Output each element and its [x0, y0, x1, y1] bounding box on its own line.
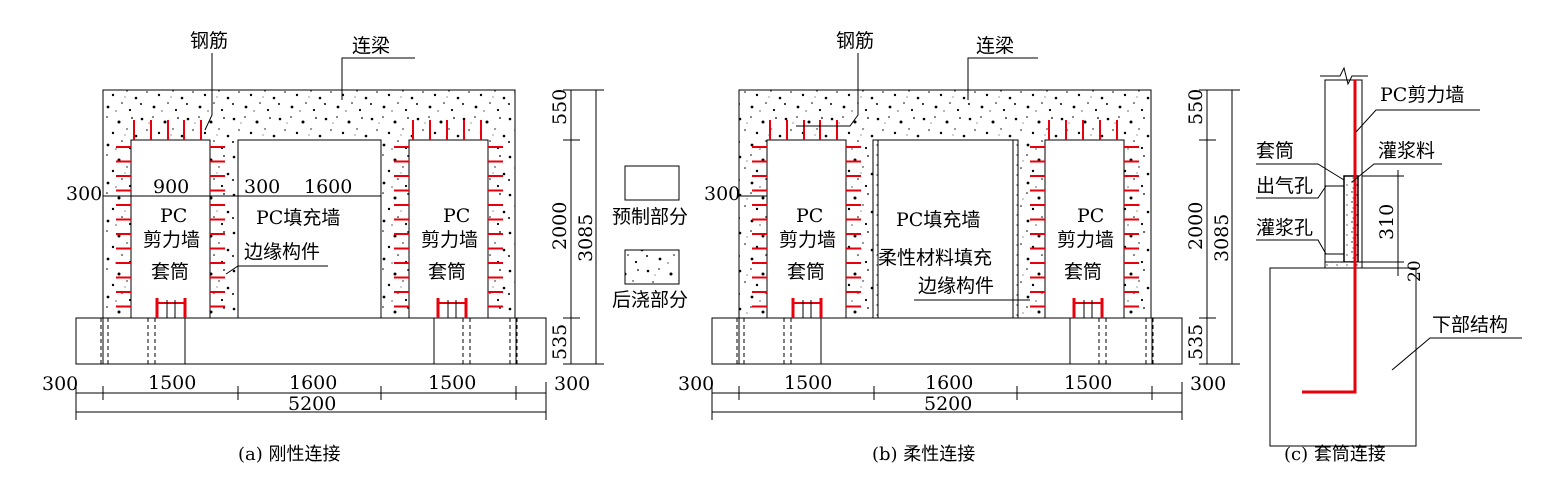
- panel-b-caption: (b) 柔性连接: [872, 444, 975, 465]
- legend-cast-in-place-swatch: [624, 249, 680, 285]
- panel-b-flexible-fill-left: [872, 139, 879, 319]
- panel-a-dim-300-mid: 300: [244, 176, 280, 198]
- panel-a-dim-3085: 3085: [575, 214, 597, 262]
- panel-a-foundation: [75, 317, 547, 365]
- panel-a-edge-member-text: 边缘构件: [244, 241, 320, 263]
- panel-a-beam-text: 连梁: [352, 35, 390, 57]
- panel-b-beam-label: 连梁: [967, 35, 1038, 100]
- panel-a-dim-b0: 300: [42, 373, 78, 395]
- panel-a-dim-1600-top: 1600: [304, 176, 352, 198]
- panel-a-infill-title: PC填充墙: [256, 207, 340, 229]
- panel-c-grout-hole-text: 灌浆孔: [1256, 217, 1313, 239]
- panel-b-sleeves: [802, 300, 1093, 318]
- panel-b-right-sleeve-text: 套筒: [1064, 261, 1102, 283]
- panel-b-vertical-dimensions: [1199, 89, 1240, 365]
- panel-b-dim-b1: 1500: [784, 372, 832, 394]
- panel-b-dim-2000: 2000: [1185, 202, 1207, 250]
- panel-a-rigid-connection: 钢筋 连梁 300 900 300 1600 PC 剪力墙 套筒 PC填充墙 边…: [42, 30, 604, 465]
- panel-c-caption: (c) 套筒连接: [1284, 444, 1386, 465]
- panel-c-vertical-dimensions: [1362, 170, 1404, 276]
- panel-b-edge-member-text: 边缘构件: [918, 275, 994, 297]
- panel-b-dim-b3: 1500: [1064, 372, 1112, 394]
- panel-a-right-sleeve-text: 套筒: [428, 261, 466, 283]
- panel-c-grout-text: 灌浆料: [1378, 140, 1435, 162]
- panel-b-rebar-label: 钢筋: [796, 30, 874, 127]
- panel-b-flexible-connection: 钢筋 连梁 300 PC 剪力墙 套筒 PC填充墙 柔性材料填充 边缘构件 PC…: [678, 30, 1240, 465]
- panel-a-sleeves: [166, 300, 457, 318]
- panel-a-bottom-dimensions: [75, 382, 547, 420]
- panel-a-foundation-left-block: [102, 317, 186, 365]
- legend-precast-label: 预制部分: [612, 206, 688, 228]
- panel-c-pc-wall-text: PC剪力墙: [1380, 84, 1464, 106]
- panel-c-lower-structure: [1269, 267, 1417, 447]
- panel-a-right-pc-wall: [408, 139, 489, 319]
- panel-b-dim-b4: 300: [1190, 373, 1226, 395]
- panel-a-dim-b1: 1500: [148, 372, 196, 394]
- panel-a-dim-550: 550: [549, 89, 571, 125]
- panel-a-dim-2000: 2000: [549, 202, 571, 250]
- panel-b-left-wall-text: 剪力墙: [779, 229, 836, 251]
- panel-c-dim-20: 20: [1405, 260, 1425, 282]
- panel-c-sleeve-text: 套筒: [1256, 140, 1294, 162]
- panel-c-lower-structure-text: 下部结构: [1432, 314, 1508, 336]
- panel-a-rebar: [116, 120, 503, 318]
- panel-b-rebar: [752, 120, 1139, 318]
- panel-a-dim-535: 535: [549, 324, 571, 360]
- panel-a-right-wall-text: 剪力墙: [421, 229, 478, 251]
- panel-c-sleeve-connection: PC剪力墙 套筒 灌浆料 出气孔 灌浆孔 310 20 下部结构 (c) 套筒连…: [1256, 66, 1522, 465]
- panel-b-foundation: [711, 317, 1183, 365]
- panel-c-dim-310: 310: [1376, 204, 1398, 240]
- panel-b-left-sleeve-text: 套筒: [787, 261, 825, 283]
- panel-b-flexible-fill-right: [1012, 139, 1019, 319]
- panel-a-left-sleeve-text: 套筒: [151, 261, 189, 283]
- panel-b-dim-300-left: 300: [704, 183, 740, 205]
- panel-b-right-pc-text: PC: [1077, 205, 1104, 227]
- panel-a-left-wall-text: 剪力墙: [143, 229, 200, 251]
- panel-b-dim-total: 5200: [924, 393, 972, 415]
- panel-a-foundation-right-block: [433, 317, 517, 365]
- panel-b-left-pc-text: PC: [796, 205, 823, 227]
- panel-a-pc-infill-wall: [237, 139, 382, 319]
- panel-a-dim-b3: 1500: [428, 372, 476, 394]
- panel-a-caption: (a) 刚性连接: [238, 444, 341, 465]
- panel-b-infill-title: PC填充墙: [896, 209, 980, 231]
- panel-b-dim-b2: 1600: [925, 372, 973, 394]
- legend: 预制部分 后浇部分: [612, 165, 688, 311]
- legend-precast-swatch: [624, 165, 680, 201]
- panel-a-dim-900: 900: [153, 176, 189, 198]
- panel-b-pc-infill-wall: [877, 139, 1014, 319]
- panel-b-rebar-text: 钢筋: [836, 30, 874, 52]
- panel-c-rebar: [1302, 80, 1357, 394]
- legend-cast-in-place-label: 后浇部分: [612, 289, 688, 311]
- panel-a-rebar-label: 钢筋: [190, 30, 228, 131]
- panel-a-beam-label: 连梁: [341, 35, 415, 100]
- panel-a-dowels: [100, 318, 518, 364]
- panel-b-right-wall-text: 剪力墙: [1057, 229, 1114, 251]
- panel-a-left-pc-text: PC: [160, 205, 187, 227]
- panel-b-dim-b0: 300: [678, 373, 714, 395]
- panel-b-foundation-right-block: [1069, 317, 1153, 365]
- panel-b-beam-text: 连梁: [976, 35, 1014, 57]
- panel-c-vent-text: 出气孔: [1256, 175, 1313, 197]
- panel-b-bottom-dimensions: [711, 382, 1183, 420]
- panel-a-left-pc-wall: [130, 139, 211, 319]
- panel-b-dim-3085: 3085: [1211, 214, 1233, 262]
- panel-b-dim-550: 550: [1185, 89, 1207, 125]
- panel-b-foundation-left-block: [738, 317, 822, 365]
- panel-b-dowels: [736, 318, 1154, 364]
- panel-a-dim-total: 5200: [288, 393, 336, 415]
- panel-b-right-pc-wall: [1044, 139, 1125, 319]
- panel-a-dim-b4: 300: [554, 373, 590, 395]
- panel-b-dim-535: 535: [1185, 324, 1207, 360]
- panel-a-dim-b2: 1600: [289, 372, 337, 394]
- panel-a-vertical-dimensions: [563, 89, 604, 365]
- panel-b-flexible-fill-text: 柔性材料填充: [878, 247, 992, 269]
- panel-a-rebar-text: 钢筋: [190, 30, 228, 52]
- panel-b-left-pc-wall: [766, 139, 847, 319]
- panel-a-dim-300-left: 300: [66, 183, 102, 205]
- panel-c-break-line: [1320, 66, 1368, 86]
- panel-a-right-pc-text: PC: [443, 205, 470, 227]
